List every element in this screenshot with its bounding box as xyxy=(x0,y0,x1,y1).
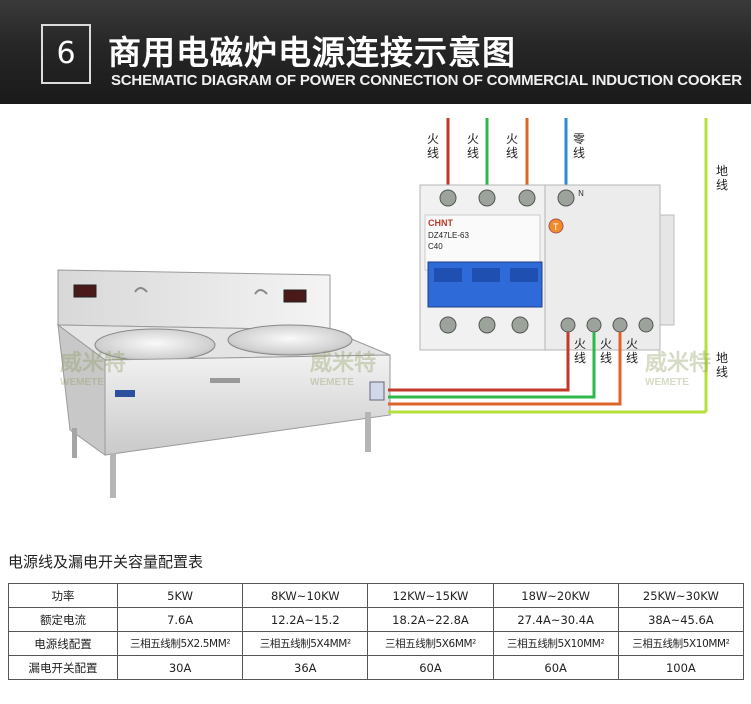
header-banner: 6 商用电磁炉电源连接示意图 SCHEMATIC DIAGRAM OF POWE… xyxy=(0,0,751,104)
induction-cooker-image xyxy=(56,269,391,498)
terminal xyxy=(439,316,457,334)
label-live-2: 火线 xyxy=(467,132,479,160)
svg-text:威米特: 威米特 xyxy=(310,350,376,376)
neutral-mark: N xyxy=(578,189,584,198)
right-display xyxy=(283,289,307,303)
breaker-brand: CHNT xyxy=(428,218,453,228)
table-cell: 7.6A xyxy=(116,607,244,632)
svg-text:威米特: 威米特 xyxy=(645,350,711,376)
row-header: 漏电开关配置 xyxy=(8,655,118,680)
table-cell: 12KW~15KW xyxy=(367,583,494,608)
row-header: 电源线配置 xyxy=(8,631,118,656)
table-row: 漏电开关配置 30A 36A 60A 60A 100A xyxy=(8,655,745,680)
leakage-breaker: N CHNT DZ47LE-63 C40 T xyxy=(419,184,675,351)
left-display xyxy=(73,284,97,298)
terminal xyxy=(612,317,628,333)
terminal xyxy=(560,317,576,333)
terminal xyxy=(511,316,529,334)
watermark: 威米特 WEMETE 威米特 WEMETE 威米特 WEMETE xyxy=(60,350,711,388)
table-cell: 27.4A~30.4A xyxy=(492,607,619,632)
row-header: 功率 xyxy=(8,583,118,608)
label-ground-top: 地线 xyxy=(716,164,728,192)
table-cell: 60A xyxy=(367,655,494,680)
label-out-live-1: 火线 xyxy=(574,337,586,365)
svg-text:T: T xyxy=(553,222,559,232)
section-number: 6 xyxy=(41,24,91,84)
breaker-rating: C40 xyxy=(428,242,443,251)
label-out-live-2: 火线 xyxy=(600,337,612,365)
label-live-1: 火线 xyxy=(427,132,439,160)
incoming-wires xyxy=(388,118,708,414)
wire-labels: 火线 火线 火线 零线 地线 地线 火线 火线 火线 xyxy=(427,132,728,379)
svg-text:WEMETE: WEMETE xyxy=(645,377,689,388)
terminal xyxy=(586,317,602,333)
table-cell: 25KW~30KW xyxy=(617,583,745,608)
table-row: 额定电流 7.6A 12.2A~15.2 18.2A~22.8A 27.4A~3… xyxy=(8,607,745,632)
table-cell: 三相五线制5X4MM² xyxy=(242,631,369,656)
outgoing-wires xyxy=(388,332,622,406)
table-cell: 三相五线制5X6MM² xyxy=(367,631,494,656)
table-cell: 18W~20KW xyxy=(492,583,619,608)
leg xyxy=(110,453,116,498)
svg-text:WEMETE: WEMETE xyxy=(60,377,104,388)
table-cell: 18.2A~22.8A xyxy=(367,607,494,632)
right-wok xyxy=(227,324,353,356)
leg xyxy=(72,428,77,458)
svg-text:WEMETE: WEMETE xyxy=(310,377,354,388)
table-title: 电源线及漏电开关容量配置表 xyxy=(8,553,204,571)
label-ground-bottom: 地线 xyxy=(716,351,728,379)
page-title: 商用电磁炉电源连接示意图 xyxy=(108,33,516,72)
table-cell: 三相五线制5X2.5MM² xyxy=(116,631,244,656)
table-cell: 38A~45.6A xyxy=(617,607,745,632)
test-button xyxy=(548,218,564,234)
terminal xyxy=(439,189,457,207)
terminal xyxy=(638,317,654,333)
breaker-model: DZ47LE-63 xyxy=(428,231,469,240)
table-cell: 三相五线制5X10MM² xyxy=(617,631,745,656)
table-cell: 8KW~10KW xyxy=(242,583,369,608)
svg-text:威米特: 威米特 xyxy=(60,350,126,376)
connection-diagram: N CHNT DZ47LE-63 C40 T 火线 火线 火线 零线 地线 地线 xyxy=(56,118,728,498)
table-cell: 三相五线制5X10MM² xyxy=(492,631,619,656)
row-header: 额定电流 xyxy=(8,607,118,632)
label-live-3: 火线 xyxy=(506,132,518,160)
label-out-live-3: 火线 xyxy=(626,337,638,365)
page-subtitle: SCHEMATIC DIAGRAM OF POWER CONNECTION OF… xyxy=(111,72,742,89)
terminal xyxy=(518,189,536,207)
spec-table: 功率 5KW 8KW~10KW 12KW~15KW 18W~20KW 25KW~… xyxy=(8,583,745,680)
leg xyxy=(365,412,371,452)
table-row: 功率 5KW 8KW~10KW 12KW~15KW 18W~20KW 25KW~… xyxy=(8,583,745,608)
terminal xyxy=(478,189,496,207)
table-cell: 30A xyxy=(116,655,244,680)
label-neutral: 零线 xyxy=(573,132,585,160)
table-cell: 5KW xyxy=(116,583,244,608)
table-cell: 60A xyxy=(492,655,619,680)
terminal xyxy=(557,189,575,207)
terminal xyxy=(478,316,496,334)
table-cell: 12.2A~15.2 xyxy=(242,607,369,632)
table-row: 电源线配置 三相五线制5X2.5MM² 三相五线制5X4MM² 三相五线制5X6… xyxy=(8,631,745,656)
table-cell: 100A xyxy=(617,655,745,680)
table-cell: 36A xyxy=(242,655,369,680)
